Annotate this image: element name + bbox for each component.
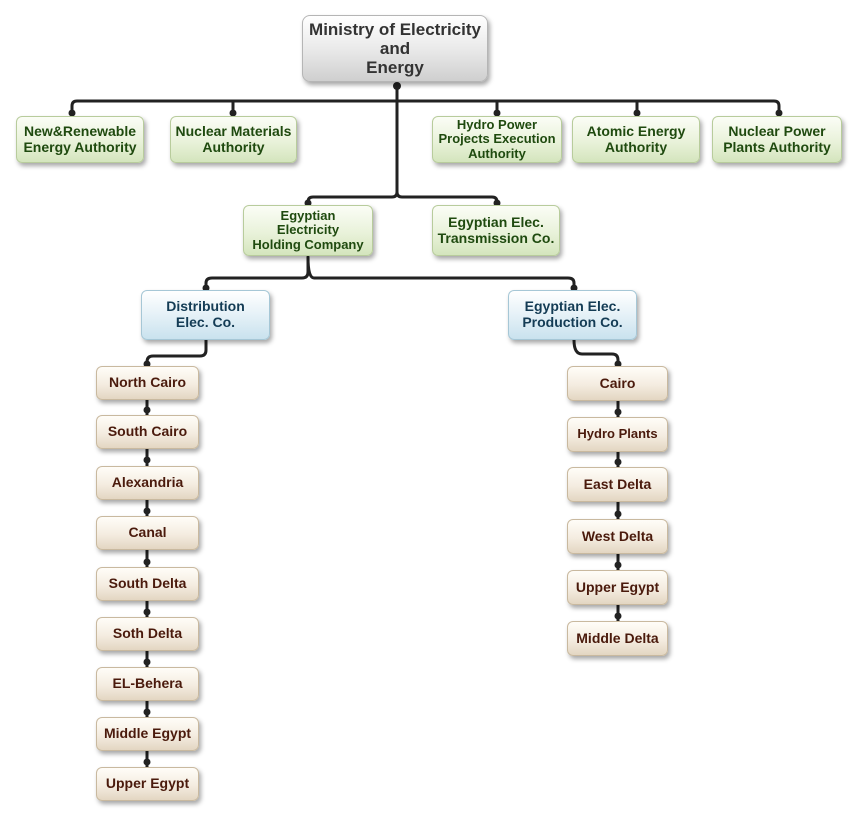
unit-label: Upper Egypt (575, 578, 660, 595)
production-company-label: Egyptian Elec. Production Co. (522, 298, 623, 330)
unit-label: South Delta (108, 575, 187, 592)
distribution-unit: Canal (96, 516, 199, 550)
ministry-node: Ministry of Electricity and Energy (302, 15, 488, 82)
connector-dot (143, 708, 151, 716)
unit-label: Alexandria (111, 474, 184, 491)
distribution-unit: South Delta (96, 567, 199, 601)
unit-label: North Cairo (109, 374, 186, 391)
unit-label: West Delta (581, 527, 654, 544)
unit-label: Cairo (599, 374, 636, 391)
production-unit: Cairo (567, 366, 668, 401)
distribution-unit: Upper Egypt (96, 767, 199, 801)
production-unit: Middle Delta (567, 621, 668, 656)
authority-hydro-power: Hydro Power Projects Execution Authority (432, 116, 562, 163)
authority-atomic-energy: Atomic Energy Authority (572, 116, 700, 163)
connector-dot (68, 109, 76, 117)
authority-label: New&Renewable Energy Authority (23, 122, 137, 155)
production-unit: East Delta (567, 467, 668, 502)
authority-nuclear-materials: Nuclear Materials Authority (170, 116, 297, 163)
connector-dot (614, 510, 622, 518)
connector-dot (143, 758, 151, 766)
connector-dot (493, 109, 501, 117)
connector-dot (304, 199, 312, 207)
holding-connector (306, 190, 499, 208)
distribution-company-node: Distribution Elec. Co. (141, 290, 270, 340)
connector-dot (143, 658, 151, 666)
unit-label: Middle Delta (576, 629, 659, 646)
production-unit: West Delta (567, 519, 668, 554)
companies-connector (204, 255, 576, 293)
connector-dot (143, 360, 151, 368)
unit-label: Upper Egypt (105, 775, 190, 792)
connector-dot (143, 406, 151, 414)
transmission-company-node: Egyptian Elec. Transmission Co. (432, 205, 560, 256)
connector-dot (143, 456, 151, 464)
authority-label: Atomic Energy Authority (586, 122, 686, 155)
connector-dot (493, 199, 501, 207)
connector-dot (393, 82, 401, 90)
unit-label: Soth Delta (112, 625, 183, 642)
production-unit: Hydro Plants (567, 417, 668, 452)
connector-dot (143, 608, 151, 616)
production-company-node: Egyptian Elec. Production Co. (508, 290, 637, 340)
ministry-label: Ministry of Electricity and Energy (309, 19, 481, 78)
authority-nuclear-power: Nuclear Power Plants Authority (712, 116, 842, 163)
unit-label: Hydro Plants (577, 426, 658, 442)
production-unit: Upper Egypt (567, 570, 668, 605)
authority-label: Hydro Power Projects Execution Authority (438, 116, 556, 161)
distribution-unit: North Cairo (96, 366, 199, 400)
authority-new-renewable: New&Renewable Energy Authority (16, 116, 144, 163)
distribution-unit: EL-Behera (96, 667, 199, 701)
unit-label: Middle Egypt (103, 725, 192, 742)
distribution-company-label: Distribution Elec. Co. (166, 298, 245, 330)
connector-dot (614, 458, 622, 466)
authority-label: Nuclear Materials Authority (175, 122, 292, 155)
connector-dot (775, 109, 783, 117)
holding-company-node: Egyptian Electricity Holding Company (243, 205, 373, 256)
connector-dot (143, 558, 151, 566)
connector-dot (229, 109, 237, 117)
connector-dot (202, 284, 210, 292)
unit-label: East Delta (583, 475, 652, 492)
connector-dot (614, 360, 622, 368)
unit-label: South Cairo (107, 423, 188, 440)
distribution-unit: Soth Delta (96, 617, 199, 651)
holding-company-label: Egyptian Electricity Holding Company (252, 207, 364, 252)
transmission-company-label: Egyptian Elec. Transmission Co. (437, 213, 555, 246)
connector-dot (614, 408, 622, 416)
unit-label: Canal (128, 524, 167, 541)
unit-label: EL-Behera (112, 675, 183, 692)
connector-dot (143, 507, 151, 515)
distribution-unit: Alexandria (96, 466, 199, 500)
distribution-unit: South Cairo (96, 415, 199, 449)
distribution-unit: Middle Egypt (96, 717, 199, 751)
authority-label: Nuclear Power Plants Authority (723, 122, 831, 155)
connector-dot (633, 109, 641, 117)
connector-dot (570, 284, 578, 292)
connector-dot (614, 561, 622, 569)
connector-dot (614, 612, 622, 620)
